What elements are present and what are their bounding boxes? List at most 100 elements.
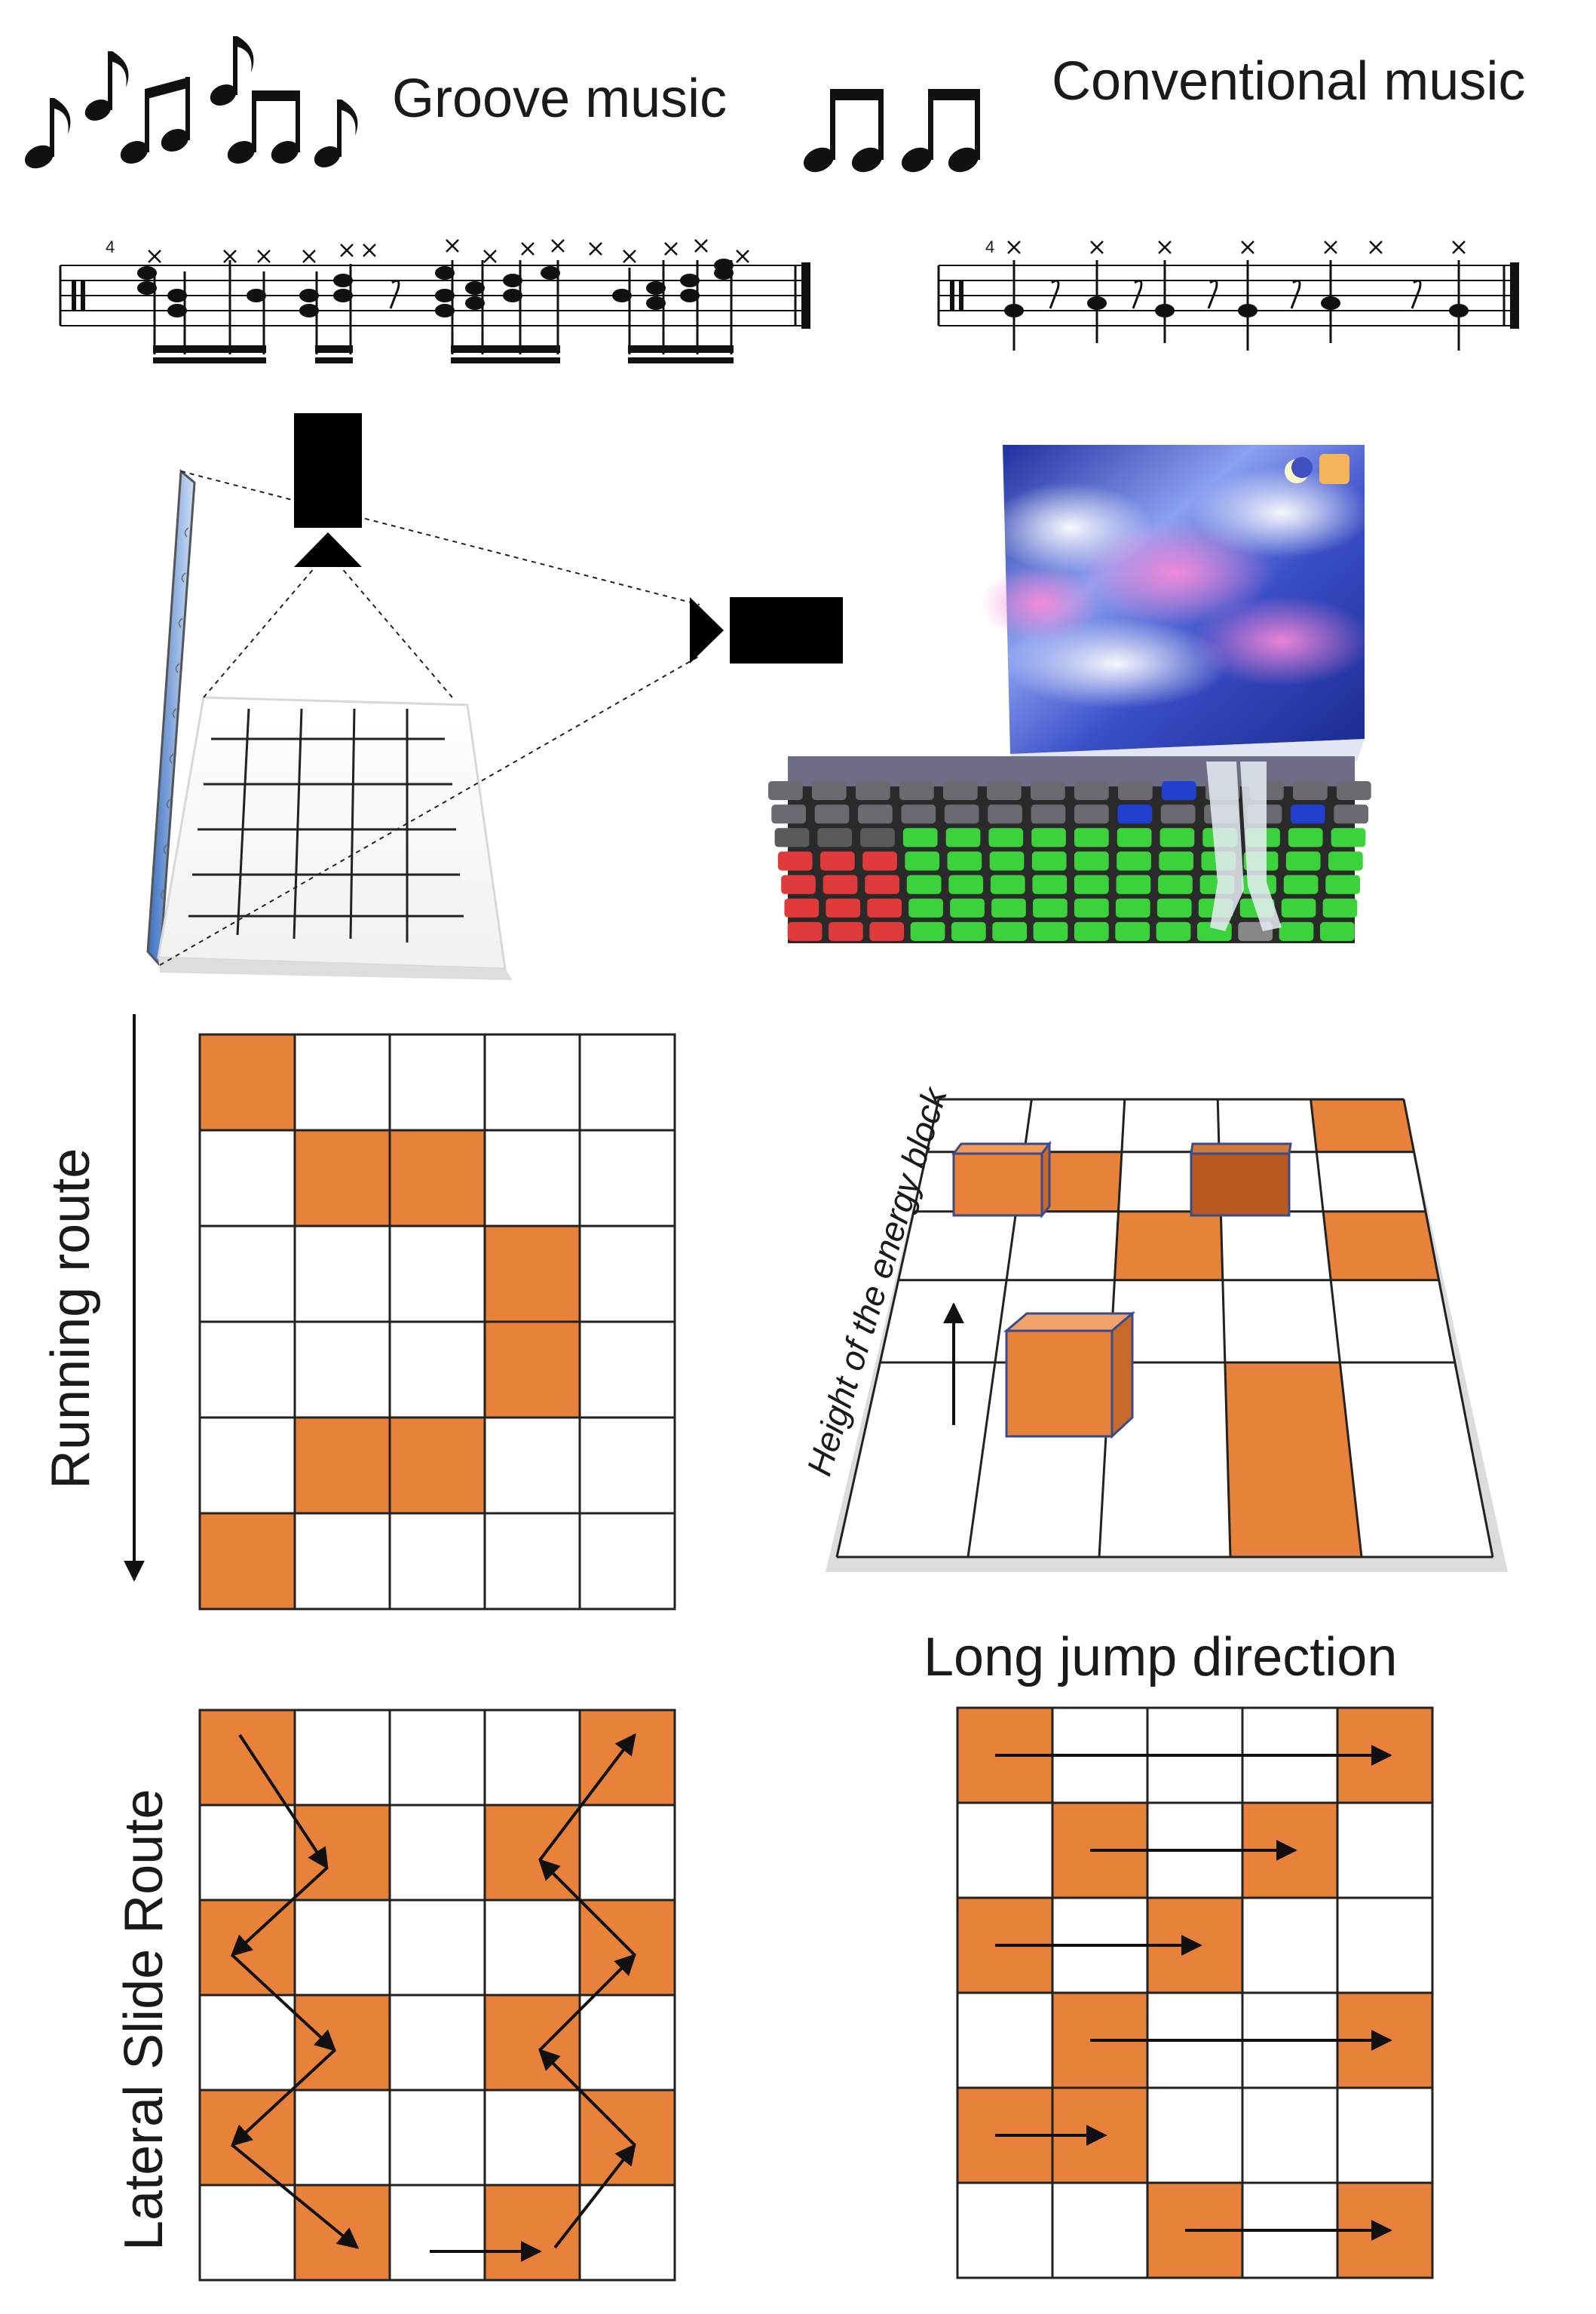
beamed-notes-icon (120, 77, 190, 164)
led-tile (781, 875, 816, 894)
grid-cell (293, 1320, 391, 1419)
grid-cell (578, 1224, 676, 1323)
grid-cell (388, 2184, 486, 2282)
eighth-note-icon (24, 98, 71, 169)
grid-cell (293, 2089, 391, 2187)
led-tile (1117, 828, 1152, 847)
conventional-music-label: Conventional music (1052, 51, 1525, 112)
led-tile (908, 898, 943, 918)
energy-cell-filled (1323, 1211, 1439, 1280)
led-tile (862, 851, 897, 871)
grid-cell (198, 2184, 296, 2282)
led-tile (947, 851, 982, 871)
eighth-note-icon (84, 51, 129, 121)
led-tile (1117, 851, 1151, 871)
projection-beams (159, 470, 700, 966)
led-tile (829, 921, 863, 941)
wall-projector-icon (690, 597, 843, 664)
grid-cell-filled (198, 2089, 296, 2187)
running-route-label: Running route (41, 1148, 101, 1489)
led-tile (858, 805, 893, 824)
slide-route-arrow (230, 2049, 336, 2147)
grid-cell (293, 1224, 391, 1323)
stems (1012, 260, 1460, 351)
grid-cell (578, 1512, 676, 1611)
rest-mark (389, 279, 400, 309)
led-tile (1115, 898, 1150, 918)
grid-cell (483, 1129, 581, 1227)
grid-cell (1336, 2086, 1434, 2184)
grid-cell (198, 1804, 296, 1902)
groove-music-label: Groove music (392, 69, 727, 129)
music-note-icons-conventional (803, 89, 980, 173)
long-jump-grid (956, 1706, 1434, 2279)
led-tile (1158, 875, 1193, 894)
led-tile (944, 805, 979, 824)
led-tile (826, 898, 861, 918)
note-group (153, 260, 266, 363)
led-tile (1031, 805, 1066, 824)
led-tile (1162, 781, 1196, 801)
energy-block-panel: Height of the energy block (799, 1082, 1508, 1572)
led-tile (1074, 921, 1109, 941)
grid-cell (578, 2184, 676, 2282)
led-tile (1279, 921, 1314, 941)
led-tile (992, 921, 1028, 941)
slide-route-arrow (231, 1954, 337, 2052)
lantern-icon (1319, 454, 1349, 484)
led-tile (990, 875, 1025, 894)
led-tile (1328, 851, 1363, 871)
energy-cell-filled (1224, 1362, 1362, 1557)
led-tile (991, 898, 1026, 918)
slide-route-arrow (238, 1733, 329, 1870)
grid-cell (1336, 1896, 1434, 1994)
grid-cell (388, 1224, 486, 1323)
grid-cell (388, 1994, 486, 2092)
led-tile (1288, 828, 1323, 847)
beamed-notes-icon (901, 89, 980, 173)
grid-cell-filled (293, 1129, 391, 1227)
grid-cell (198, 1224, 296, 1323)
grid-cell (578, 1994, 676, 2092)
energy-block-dark (1190, 1142, 1292, 1217)
led-tile (784, 898, 819, 918)
lateral-slide-grid (198, 1709, 676, 2282)
conventional-drum-score: 4 (937, 238, 1519, 351)
grid-cell (388, 1033, 486, 1132)
cymbal-marks (148, 239, 749, 263)
dancer-legs (1206, 762, 1282, 931)
grid-cell (578, 1033, 676, 1132)
beamed-notes-icon (803, 89, 884, 173)
projected-screen-photo (980, 445, 1372, 769)
slide-route-arrow (231, 2144, 360, 2249)
led-tile (948, 875, 984, 894)
slide-route-arrow (230, 1866, 329, 1957)
grid-cell-filled (293, 1416, 391, 1515)
grid-cell-filled (578, 1709, 676, 1807)
note-heads (1004, 296, 1469, 317)
led-tile (1115, 921, 1150, 941)
led-tile (1033, 921, 1068, 941)
grid-cell (293, 1033, 391, 1132)
grid-cell (293, 1899, 391, 1997)
energy-cell-filled (1114, 1211, 1223, 1280)
energy-block-small (951, 1140, 1052, 1219)
led-tile (771, 805, 806, 824)
led-tile (867, 898, 902, 918)
led-floor-photo (768, 756, 1371, 943)
led-tile (1159, 851, 1194, 871)
grid-cell (198, 1994, 296, 2092)
grid-cell-filled (388, 1416, 486, 1515)
led-tile (768, 781, 803, 801)
grid-cell (1241, 2086, 1339, 2184)
grid-cell-filled (483, 2184, 581, 2282)
led-tile (860, 828, 895, 847)
led-tile (1285, 851, 1321, 871)
note-heads (137, 259, 734, 317)
led-tile (814, 805, 850, 824)
long-jump-label: Long jump direction (924, 1627, 1397, 1687)
grid-cell (578, 1804, 676, 1902)
led-tile (1032, 875, 1068, 894)
grid-cell (1336, 1801, 1434, 1899)
grid-cell (578, 1416, 676, 1515)
